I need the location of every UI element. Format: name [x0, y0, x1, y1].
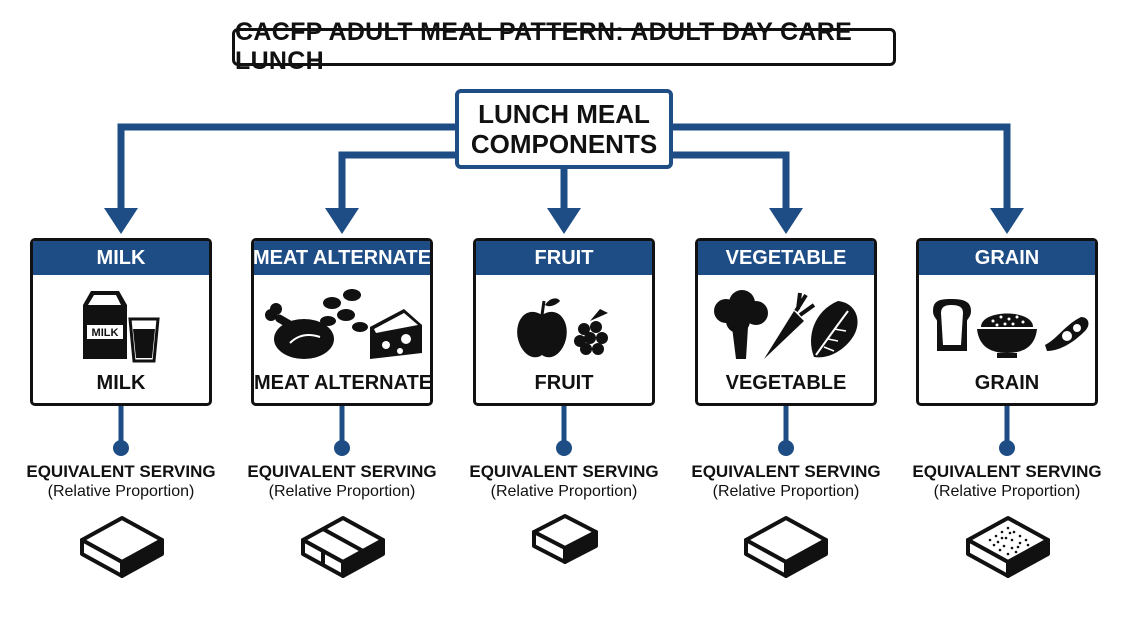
- bread-slice-icon: [933, 299, 971, 351]
- connector-meat-alternate: [338, 151, 455, 212]
- serving-title: EQUIVALENT SERVING: [247, 462, 437, 481]
- component-card-milk: MILK MILK MILK: [30, 238, 212, 406]
- serving-cube-grain: [966, 516, 1050, 578]
- arrowhead-grain: [990, 208, 1024, 234]
- cheese-wedge-icon: [370, 309, 422, 359]
- milk-carton-icon: MILK: [83, 291, 127, 359]
- serving-label-fruit: EQUIVALENT SERVING (Relative Proportion): [464, 462, 664, 502]
- serving-cube-meat-alternate: [301, 516, 385, 578]
- stem-dot-vegetable: [778, 440, 794, 456]
- card-icons: [265, 289, 422, 359]
- serving-label-vegetable: EQUIVALENT SERVING (Relative Proportion): [686, 462, 886, 502]
- card-header: FRUIT: [476, 241, 652, 275]
- arrowhead-milk: [104, 208, 138, 234]
- root-node-line-1: LUNCH MEAL: [478, 99, 650, 129]
- serving-title: EQUIVALENT SERVING: [691, 462, 881, 481]
- card-header: MEAT ALTERNATE: [254, 241, 430, 275]
- poultry-leg-icon: [265, 303, 334, 359]
- leafy-greens-icon: [811, 301, 858, 358]
- serving-title: EQUIVALENT SERVING: [912, 462, 1102, 481]
- berries-icon: [574, 309, 608, 355]
- card-label: MILK: [96, 372, 146, 394]
- serving-label-meat-alternate: EQUIVALENT SERVING (Relative Proportion): [242, 462, 442, 502]
- card-label: FRUIT: [534, 372, 594, 394]
- component-card-meat-alternate: MEAT ALTERNATE: [251, 238, 433, 406]
- component-card-grain: GRAIN GRAIN: [916, 238, 1098, 406]
- component-card-fruit: FRUIT FRUIT: [473, 238, 655, 406]
- glass-of-milk-icon: [128, 317, 160, 363]
- component-card-vegetable: VEGETABLE VEGETABLE: [695, 238, 877, 406]
- arrowhead-meat-alternate: [325, 208, 359, 234]
- serving-subtitle: (Relative Proportion): [712, 483, 860, 500]
- serving-cube-vegetable: [744, 516, 828, 578]
- arrowhead-vegetable: [769, 208, 803, 234]
- connector-vegetable: [673, 151, 790, 212]
- bean-pod-icon: [1045, 317, 1089, 351]
- page-title: CACFP ADULT MEAL PATTERN: ADULT DAY CARE…: [232, 18, 896, 75]
- serving-subtitle: (Relative Proportion): [490, 483, 638, 500]
- card-label: MEAT ALTERNATE: [254, 372, 433, 394]
- apple-icon: [517, 298, 567, 358]
- rice-bowl-icon: [977, 313, 1037, 358]
- arrowhead-fruit: [547, 208, 581, 234]
- stem-dot-meat-alternate: [334, 440, 350, 456]
- card-header: VEGETABLE: [698, 241, 874, 275]
- stem-dot-fruit: [556, 440, 572, 456]
- serving-subtitle: (Relative Proportion): [268, 483, 416, 500]
- card-icons: MILK: [83, 291, 160, 363]
- serving-cube-fruit: [532, 514, 598, 564]
- carrot-icon: [764, 292, 816, 359]
- serving-label-grain: EQUIVALENT SERVING (Relative Proportion): [907, 462, 1107, 502]
- milk-carton-label: MILK: [92, 327, 119, 339]
- serving-label-milk: EQUIVALENT SERVING (Relative Proportion): [21, 462, 221, 502]
- connector-grain: [673, 123, 1011, 212]
- root-node-lunch-meal-components: LUNCH MEAL COMPONENTS: [455, 89, 673, 169]
- stem-dot-milk: [113, 440, 129, 456]
- card-label: VEGETABLE: [725, 372, 847, 394]
- serving-cube-milk: [80, 516, 164, 578]
- serving-title: EQUIVALENT SERVING: [26, 462, 216, 481]
- card-header: MILK: [33, 241, 209, 275]
- serving-subtitle: (Relative Proportion): [47, 483, 195, 500]
- card-icons: [517, 298, 608, 358]
- serving-subtitle: (Relative Proportion): [933, 483, 1081, 500]
- card-label: GRAIN: [974, 372, 1040, 394]
- connector-milk: [117, 123, 455, 212]
- serving-title: EQUIVALENT SERVING: [469, 462, 659, 481]
- beans-icon: [320, 289, 368, 332]
- root-node-line-2: COMPONENTS: [470, 129, 658, 159]
- cube-speckles: [988, 526, 1030, 556]
- card-icons: [933, 299, 1089, 358]
- card-icons: [714, 290, 858, 359]
- broccoli-icon: [714, 290, 768, 359]
- card-header: GRAIN: [919, 241, 1095, 275]
- stem-dot-grain: [999, 440, 1015, 456]
